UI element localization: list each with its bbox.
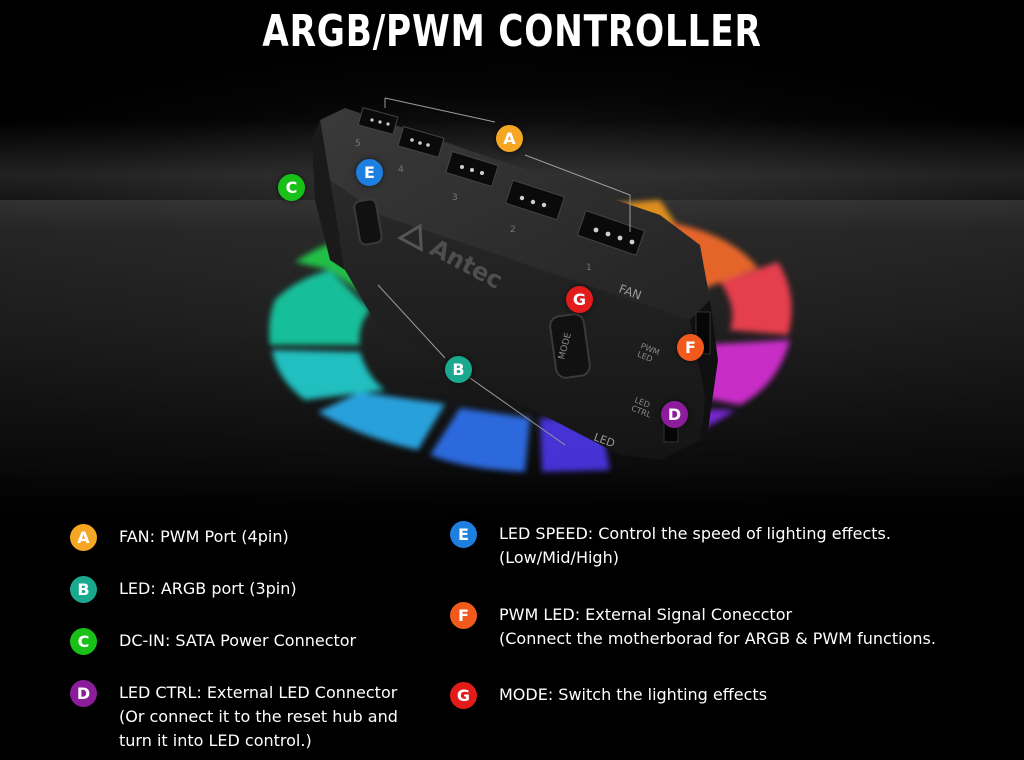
ring-segment-cyan (272, 350, 385, 400)
fan-port-1 (576, 209, 646, 257)
port-number-5: 5 (355, 139, 361, 149)
led-speed-switch[interactable] (353, 198, 383, 246)
leader-line-b (377, 284, 566, 446)
legend-item-d: D LED CTRL: External LED Connector (Or c… (70, 680, 398, 753)
port-number-1: 1 (586, 263, 592, 273)
legend-item-a: A FAN: PWM Port (4pin) (70, 524, 289, 551)
controller-front-face (330, 180, 705, 460)
antec-logo-mark (396, 223, 423, 252)
legend-text-c-line1: DC-IN: SATA Power Connector (119, 631, 357, 650)
port-number-4: 4 (398, 165, 404, 175)
ring-segment-teal (269, 270, 370, 345)
legend-item-b: B LED: ARGB port (3pin) (70, 576, 297, 603)
product-illustration: Antec MODE FAN LED PWMLED LEDCTRL 5 4 3 … (269, 97, 792, 472)
leader-line-a (384, 97, 631, 232)
controller-left-end (312, 120, 345, 270)
controller-body: Antec MODE FAN LED PWMLED LEDCTRL 5 4 3 … (312, 107, 718, 460)
fan-port-2 (504, 179, 566, 221)
leader-lines (377, 97, 631, 446)
legend-item-c: C DC-IN: SATA Power Connector (70, 628, 357, 655)
legend-badge-b: B (70, 576, 97, 603)
mode-button[interactable] (549, 313, 591, 379)
legend-text-a-line1: FAN: PWM Port (4pin) (119, 527, 289, 546)
legend-text-g-line1: MODE: Switch the lighting effects (499, 685, 768, 704)
controller-top-face (320, 108, 710, 320)
legend-text-d-line1: LED CTRL: External LED Connector (119, 683, 398, 702)
legend-text-f-line1: PWM LED: External Signal Conecctor (499, 605, 793, 624)
legend-text-e-line1: LED SPEED: Control the speed of lighting… (499, 524, 891, 543)
legend-text-b-line1: LED: ARGB port (3pin) (119, 579, 297, 598)
port-number-3: 3 (452, 193, 458, 203)
legend-item-f: F PWM LED: External Signal Conecctor (Co… (450, 602, 936, 651)
page-title: ARGB/PWM CONTROLLER (262, 6, 762, 57)
legend-text-f-line2: (Connect the motherborad for ARGB & PWM … (499, 629, 936, 648)
callout-badge-c: C (278, 174, 305, 201)
callout-badge-f: F (677, 334, 704, 361)
ring-segment-sky (318, 392, 445, 450)
callout-badge-d: D (661, 401, 688, 428)
callout-badge-e: E (356, 159, 383, 186)
legend-badge-f: F (450, 602, 477, 629)
legend-badge-a: A (70, 524, 97, 551)
legend-text-d-line2: (Or connect it to the reset hub and (119, 707, 398, 726)
fan-ports (357, 107, 646, 257)
fan-port-5 (357, 107, 399, 135)
legend-badge-e: E (450, 521, 477, 548)
callout-badge-g: G (566, 286, 593, 313)
callout-badge-a: A (496, 125, 523, 152)
ring-segment-red (720, 262, 792, 335)
legend-item-g: G MODE: Switch the lighting effects (450, 682, 768, 709)
bottom-fade (0, 470, 1024, 550)
ring-segment-blue (430, 408, 530, 472)
legend-badge-g: G (450, 682, 477, 709)
legend-item-e: E LED SPEED: Control the speed of lighti… (450, 521, 891, 570)
legend-text-e-line2: (Low/Mid/High) (499, 548, 619, 567)
legend-badge-c: C (70, 628, 97, 655)
callout-badge-b: B (445, 356, 472, 383)
legend-text-d-line3: turn it into LED control.) (119, 731, 312, 750)
legend-badge-d: D (70, 680, 97, 707)
port-number-2: 2 (510, 225, 516, 235)
